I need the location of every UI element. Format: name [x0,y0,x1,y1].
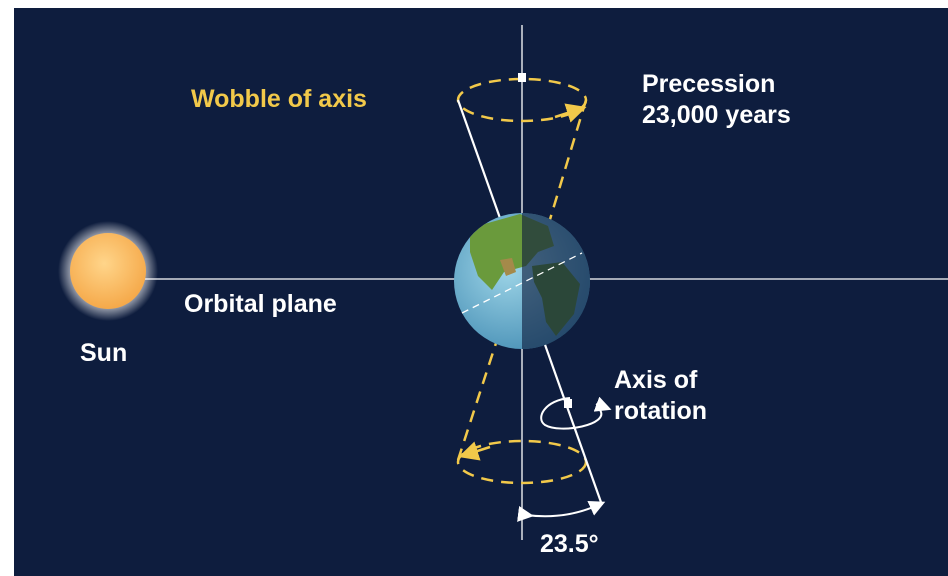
orbital-plane-label: Orbital plane [184,290,337,318]
wobble-label: Wobble of axis [191,85,367,113]
earth-icon [454,213,590,349]
sun-label: Sun [80,339,128,367]
axis-marker-top [518,73,526,82]
sun-icon [58,221,158,321]
rotation-arrow-head [593,396,612,412]
axis-label-line2: rotation [614,397,708,425]
angle-arc [517,501,606,522]
angle-label: 23.5° [540,530,599,558]
rotation-arrow [540,397,603,430]
precession-arrow-top [554,103,587,123]
precession-label-line2: 23,000 years [642,101,791,129]
axis-label-line1: Axis of [614,366,698,394]
axis-marker-bottom [564,399,572,408]
precession-arrow-bottom [458,441,491,461]
precession-label-line1: Precession [642,70,776,98]
